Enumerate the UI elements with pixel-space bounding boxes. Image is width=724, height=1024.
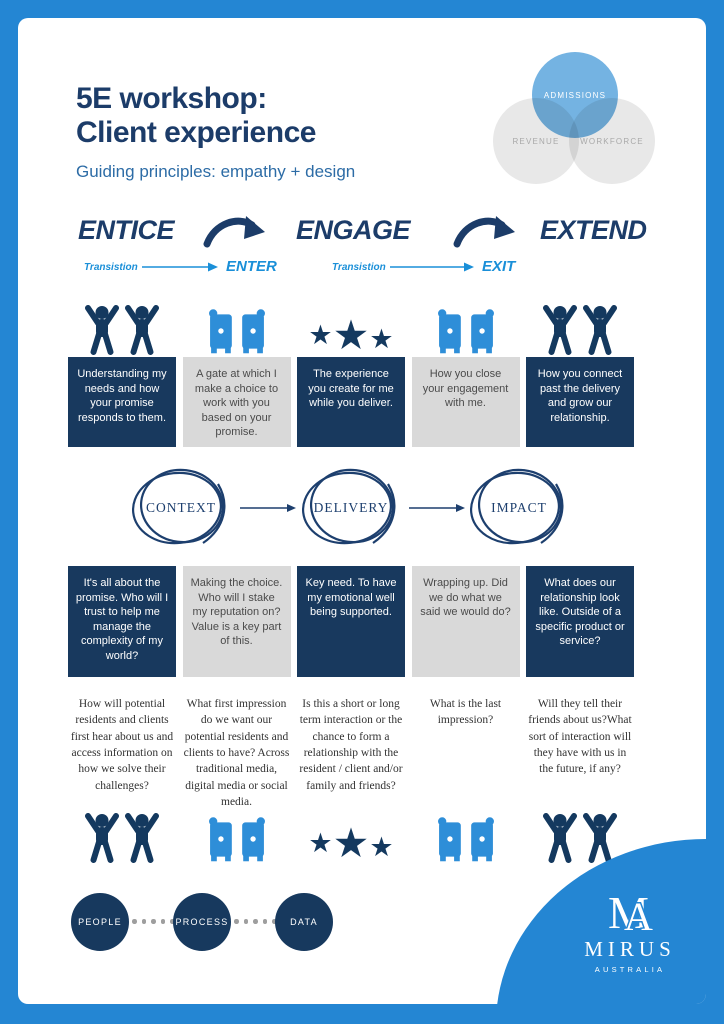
process-circle-impact: IMPACT: [491, 500, 547, 515]
footer-node-label: DATA: [290, 917, 318, 927]
gate-icon: [183, 300, 291, 356]
definition-box-extend: How you connect past the delivery and gr…: [526, 357, 634, 447]
icons-row-bottom: ★★★: [68, 808, 634, 864]
transition-label-2: Transistion: [332, 262, 386, 273]
transition-label-1: Transistion: [84, 262, 138, 273]
mirus-monogram-icon: M A A: [608, 887, 655, 941]
footer-node-process: PROCESS: [173, 893, 231, 951]
definition-box-enter: A gate at which I make a choice to work …: [182, 357, 291, 447]
monogram-m: M: [608, 887, 649, 934]
stage-entice: ENTICE: [78, 215, 175, 245]
question-note-extend: Will they tell their friends about us?Wh…: [528, 698, 632, 776]
dotted-connector: [234, 919, 277, 924]
venn-circle-admissions: ADMISSIONS: [532, 52, 618, 138]
people-celebrate-icon: [68, 808, 176, 864]
curved-arrow-icon: [202, 214, 266, 254]
definition-box-engage: The experience you create for me while y…: [297, 357, 405, 447]
content-area: 5E workshop: Client experience Guiding p…: [18, 18, 706, 1004]
question-note-enter: What first impression do we want our pot…: [183, 698, 290, 808]
insight-box-engage: Key need. To have my emotional well bein…: [297, 566, 405, 677]
question-note-exit: What is the last impression?: [429, 698, 502, 727]
insight-box-extend: What does our relationship look like. Ou…: [526, 566, 634, 677]
transition-target-enter: ENTER: [226, 258, 277, 275]
gate-icon: [412, 300, 520, 356]
footer-node-people: PEOPLE: [71, 893, 129, 951]
title-line-2: Client experience: [76, 116, 316, 149]
title-line-1: 5E workshop:: [76, 82, 267, 115]
right-arrow-icon: [142, 262, 218, 272]
insight-box-entice: It's all about the promise. Who will I t…: [68, 566, 176, 677]
definition-box-exit: How you close your engagement with me.: [411, 357, 520, 447]
process-circle-context: CONTEXT: [146, 500, 216, 515]
gate-icon: [412, 808, 520, 864]
icons-row-top: ★★★: [68, 300, 634, 356]
definition-box-entice: Understanding my needs and how your prom…: [68, 357, 176, 447]
rating-stars-icon: ★★★: [308, 312, 394, 358]
page-subtitle: Guiding principles: empathy + design: [76, 162, 356, 181]
curved-arrow-icon: [452, 214, 516, 254]
page-title: 5E workshop: Client experience: [76, 82, 316, 150]
right-arrow-icon: [240, 504, 296, 512]
people-celebrate-icon: [68, 300, 176, 356]
stage-extend: EXTEND: [540, 215, 647, 245]
right-arrow-icon: [409, 504, 465, 512]
gate-icon: [183, 808, 291, 864]
question-note-engage: Is this a short or long term interaction…: [299, 698, 403, 792]
question-notes-row: How will potential residents and clients…: [68, 696, 634, 810]
mirus-logo: M A A MIRUS AUSTRALIA: [566, 886, 694, 974]
logo-region: AUSTRALIA: [594, 965, 666, 974]
footer-node-label: PROCESS: [175, 917, 229, 927]
transition-target-exit: EXIT: [482, 258, 516, 275]
question-note-entice: How will potential residents and clients…: [70, 698, 174, 792]
svg-text:A: A: [624, 894, 653, 934]
footer-node-label: PEOPLE: [78, 917, 122, 927]
insight-boxes-row: It's all about the promise. Who will I t…: [68, 566, 634, 677]
right-arrow-icon: [390, 262, 474, 272]
insight-box-exit: Wrapping up. Did we do what we said we w…: [411, 566, 520, 677]
dotted-connector: [132, 919, 175, 924]
rating-stars-icon: ★★★: [308, 820, 394, 866]
people-celebrate-icon: [526, 300, 634, 356]
footer-node-data: DATA: [275, 893, 333, 951]
insight-box-enter: Making the choice. Who will I stake my r…: [182, 566, 291, 677]
definition-boxes-row: Understanding my needs and how your prom…: [68, 357, 634, 447]
venn-label-admissions: ADMISSIONS: [543, 90, 607, 100]
venn-label-workforce: WORKFORCE: [580, 136, 644, 146]
monogram-a: A: [624, 894, 653, 934]
stage-engage: ENGAGE: [296, 215, 411, 245]
process-circle-delivery: DELIVERY: [313, 500, 389, 515]
logo-name: MIRUS: [584, 937, 676, 961]
venn-label-revenue: REVENUE: [512, 136, 560, 146]
